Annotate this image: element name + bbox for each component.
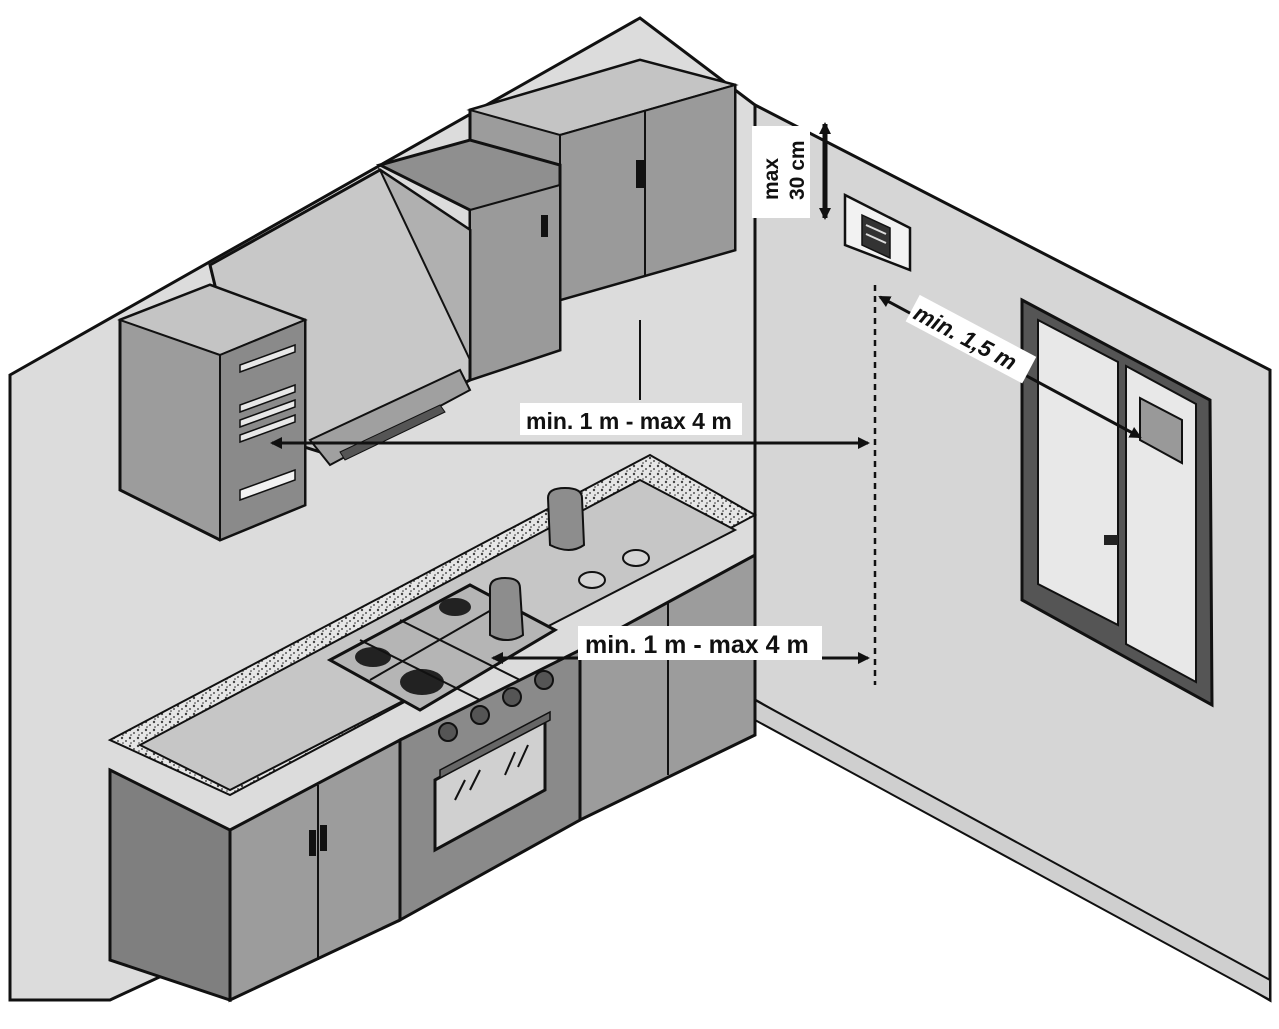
cabinet-handle	[309, 830, 316, 856]
label-bg	[520, 403, 742, 435]
label-bg	[752, 126, 810, 218]
cup	[622, 549, 650, 567]
window-handle	[1104, 535, 1118, 545]
lower-cabinets	[107, 453, 758, 1003]
burner	[400, 669, 444, 695]
cup	[578, 571, 606, 589]
knob	[534, 670, 554, 690]
jug	[489, 576, 525, 641]
height-label-group: max 30 cm	[760, 140, 809, 200]
wall-boiler	[117, 283, 308, 542]
wall-device	[843, 192, 912, 272]
distance-upper-label: min. 1 m - max 4 m	[526, 408, 732, 434]
cabinet-handle	[636, 160, 644, 188]
distance-lower-label: min. 1 m - max 4 m	[585, 631, 809, 659]
cabinet-handle	[541, 215, 548, 237]
height-label-line2: 30 cm	[786, 140, 809, 200]
burner	[439, 598, 471, 616]
cabinet-handle	[320, 825, 327, 851]
knob	[438, 722, 458, 742]
label-bg	[578, 626, 822, 660]
jug	[546, 486, 586, 551]
height-label-line1: max	[760, 158, 783, 200]
burner	[355, 647, 391, 667]
knob	[502, 687, 522, 707]
knob	[470, 705, 490, 725]
oven-handle	[439, 710, 551, 780]
